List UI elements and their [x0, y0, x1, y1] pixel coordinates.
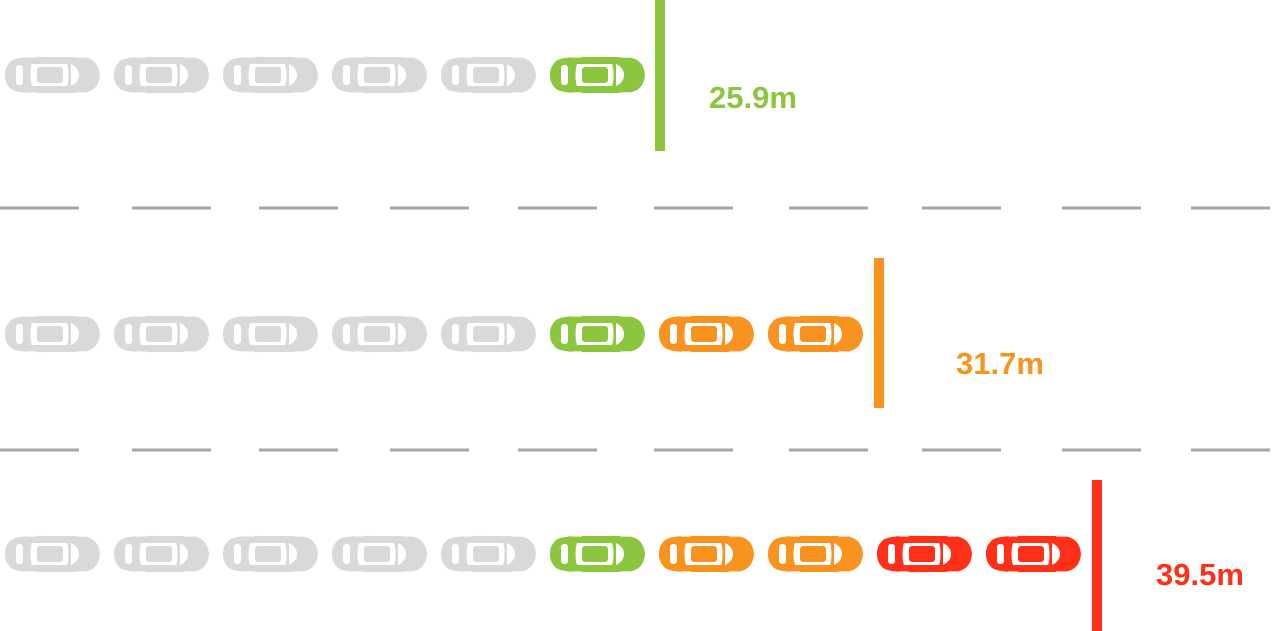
queued-car-icon	[332, 56, 427, 94]
queued-car-icon	[223, 56, 318, 94]
green-car-icon	[550, 535, 645, 573]
green-car-icon	[550, 56, 645, 94]
queued-car-icon	[114, 315, 209, 353]
queued-car-icon	[5, 56, 100, 94]
car-row	[5, 315, 863, 353]
queued-car-icon	[223, 535, 318, 573]
queued-car-icon	[441, 56, 536, 94]
orange-car-icon	[659, 315, 754, 353]
queued-car-icon	[332, 535, 427, 573]
car-row	[5, 56, 645, 94]
orange-car-icon	[659, 535, 754, 573]
distance-label: 39.5m	[1156, 557, 1244, 592]
lane-3: 39.5m	[5, 480, 1244, 631]
queued-car-icon	[223, 315, 318, 353]
queued-car-icon	[5, 535, 100, 573]
green-car-icon	[550, 315, 645, 353]
red-car-icon	[986, 535, 1081, 573]
distance-label: 25.9m	[709, 80, 797, 115]
orange-car-icon	[768, 315, 863, 353]
lane-1: 25.9m	[5, 0, 797, 151]
queued-car-icon	[332, 315, 427, 353]
queued-car-icon	[441, 315, 536, 353]
queued-car-icon	[5, 315, 100, 353]
lane-2: 31.7m	[5, 258, 1044, 408]
lane-dividers	[0, 206, 1270, 452]
queued-car-icon	[114, 535, 209, 573]
queued-car-icon	[441, 535, 536, 573]
red-car-icon	[877, 535, 972, 573]
car-row	[5, 535, 1081, 573]
distance-label: 31.7m	[956, 346, 1044, 381]
orange-car-icon	[768, 535, 863, 573]
queued-car-icon	[114, 56, 209, 94]
